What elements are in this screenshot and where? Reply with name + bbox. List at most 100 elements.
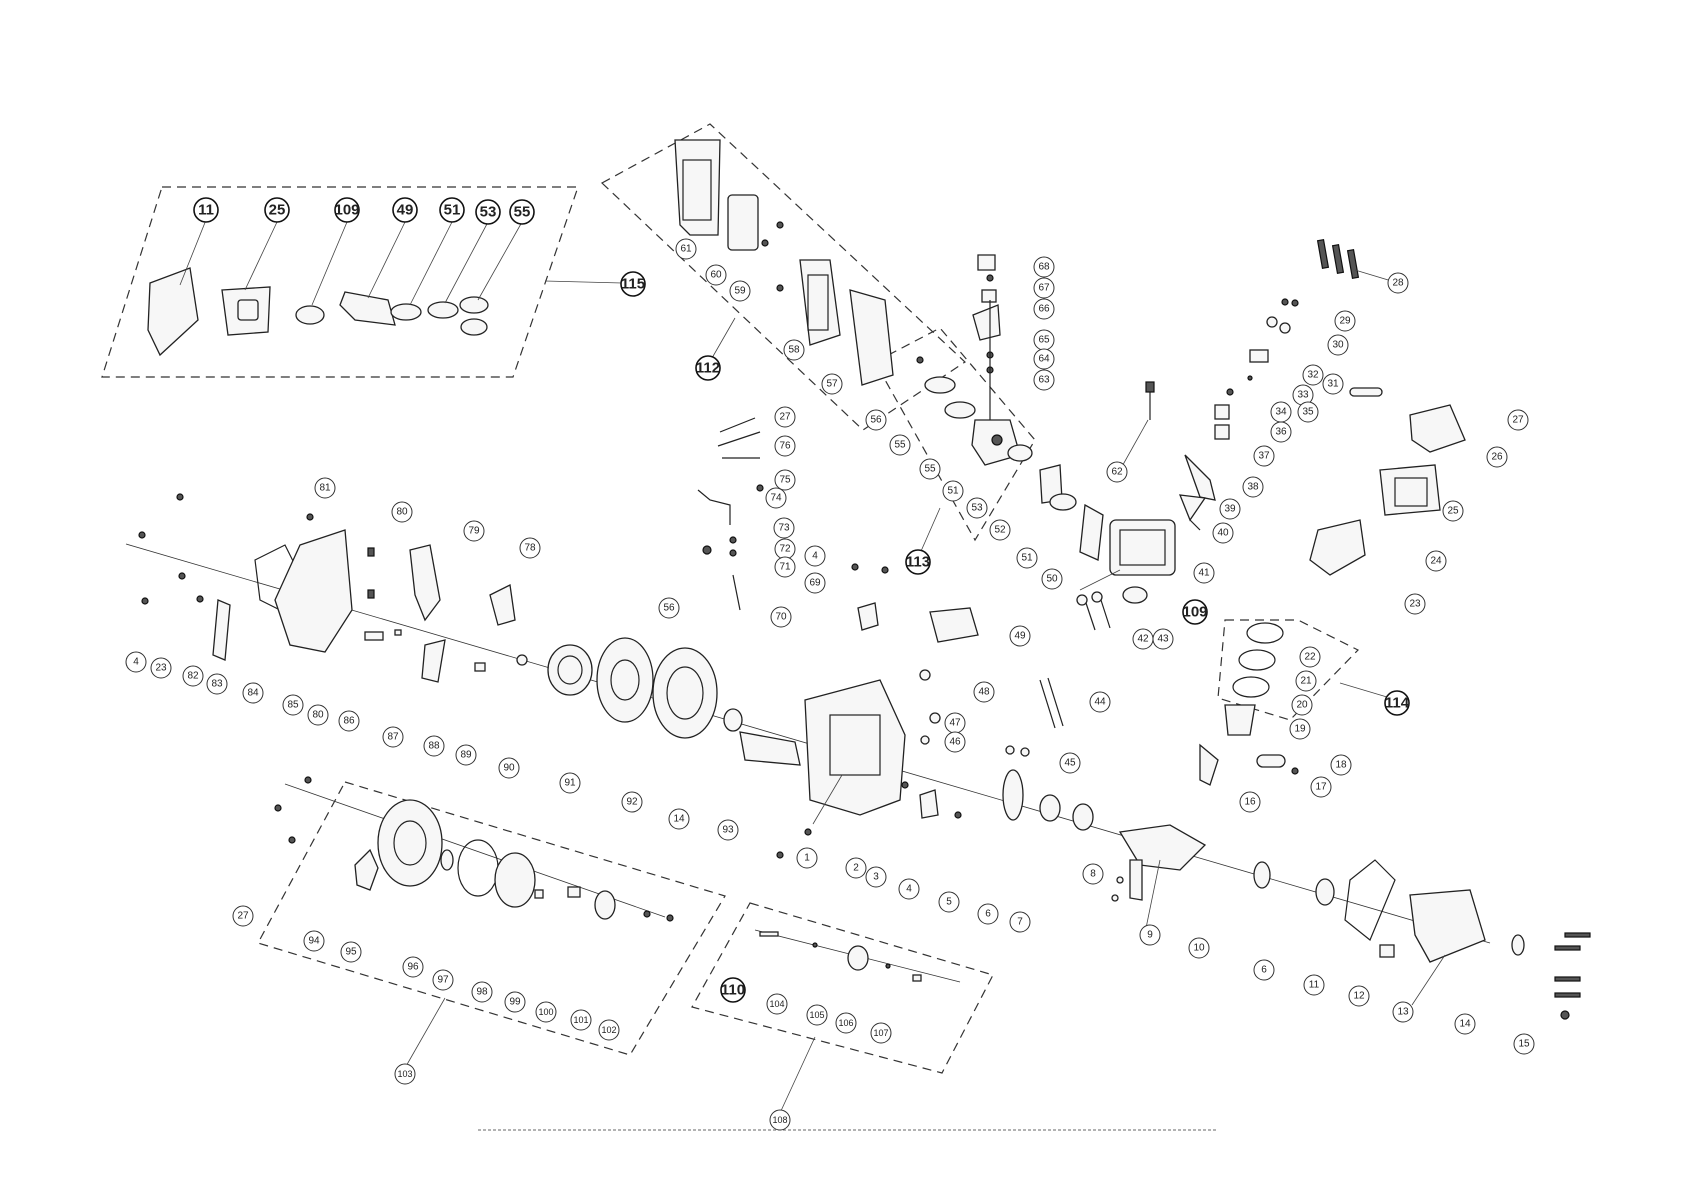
callout-label: 64 [1038,354,1050,365]
part-callout-64: 64 [1033,348,1055,370]
part-callout-29: 29 [1334,310,1356,332]
part-callout-5: 5 [938,891,960,913]
crankshaft-assembly [1111,824,1591,1020]
part-callout-27: 27 [232,905,254,927]
part-callout-49: 49 [1009,625,1031,647]
part-callout-102: 102 [598,1019,620,1041]
callout-label: 68 [1038,262,1050,273]
part-callout-58: 58 [783,339,805,361]
part-callout-1: 1 [796,847,818,869]
part-callout-101: 101 [570,1009,592,1031]
part-callout-34: 34 [1270,401,1292,423]
callout-circle [1016,547,1038,569]
callout-label: 25 [269,202,286,219]
callout-circle [307,704,329,726]
cylinder-head-assembly [1039,238,1466,729]
callout-label: 79 [468,526,480,537]
callout-label: 98 [476,987,488,998]
callout-circle [1082,863,1104,885]
part-callout-83: 83 [206,673,228,695]
callout-label: 82 [187,671,199,682]
callout-label: 19 [1294,724,1306,735]
part-callout-84: 84 [242,682,264,704]
part-callout-105: 105 [806,1004,828,1026]
callout-label: 93 [722,825,734,836]
part-callout-10: 10 [1188,937,1210,959]
callout-label: 62 [1111,467,1123,478]
group-callout-49: 49 [392,197,418,223]
part-callout-108: 108 [769,1109,791,1131]
callout-label: 32 [1307,370,1319,381]
callout-label: 25 [1447,506,1459,517]
group-callout-114: 114 [1384,690,1410,716]
callout-circle [1219,498,1241,520]
callout-label: 34 [1275,407,1287,418]
part-callout-17: 17 [1310,776,1332,798]
callout-circle [1139,924,1161,946]
callout-circle [1059,752,1081,774]
recoil-starter-assembly [274,776,674,922]
part-callout-47: 47 [944,712,966,734]
part-callout-80: 80 [391,501,413,523]
part-callout-70: 70 [770,606,792,628]
callout-label: 67 [1038,283,1050,294]
callout-label: 48 [978,687,990,698]
part-callout-18: 18 [1330,754,1352,776]
callout-label: 106 [838,1018,853,1028]
callout-circle [509,199,535,225]
callout-circle [314,477,336,499]
callout-label: 51 [1021,553,1033,564]
callout-label: 3 [873,872,879,883]
callout-label: 113 [906,554,930,571]
callout-label: 55 [894,440,906,451]
callout-label: 7 [1017,917,1023,928]
part-callout-22: 22 [1299,646,1321,668]
callout-circle [766,993,788,1015]
part-callout-43: 43 [1152,628,1174,650]
callout-circle [806,1004,828,1026]
callout-circle [392,197,418,223]
callout-label: 45 [1064,758,1076,769]
callout-label: 44 [1094,697,1106,708]
callout-circle [1454,1013,1476,1035]
callout-circle [905,549,931,575]
callout-label: 107 [873,1028,888,1038]
part-callout-61: 61 [675,238,697,260]
part-callout-3: 3 [865,866,887,888]
part-callout-6: 6 [977,903,999,925]
part-callout-62: 62 [1106,461,1128,483]
callout-label: 110 [721,982,745,999]
callout-circle [729,280,751,302]
callout-label: 91 [564,778,576,789]
part-callout-55: 55 [919,458,941,480]
callout-circle [675,238,697,260]
part-callout-73: 73 [773,517,795,539]
part-callout-19: 19 [1289,718,1311,740]
callout-label: 16 [1244,797,1256,808]
callout-circle [774,406,796,428]
kit-box-111 [691,902,994,1074]
callout-circle [804,572,826,594]
callout-label: 101 [573,1015,588,1025]
callout-circle [1486,446,1508,468]
callout-label: 57 [826,379,838,390]
callout-circle [1387,272,1409,294]
callout-label: 24 [1430,556,1442,567]
part-callout-75: 75 [774,469,796,491]
callout-label: 66 [1038,304,1050,315]
callout-circle [598,1019,620,1041]
callout-circle [338,710,360,732]
callout-circle [1291,694,1313,716]
part-callout-100: 100 [535,1001,557,1023]
callout-label: 50 [1046,574,1058,585]
callout-label: 5 [946,897,952,908]
callout-label: 58 [788,345,800,356]
callout-label: 99 [509,997,521,1008]
part-callout-37: 37 [1253,445,1275,467]
group-callout-112: 112 [695,355,721,381]
callout-label: 96 [407,962,419,973]
callout-circle [1310,776,1332,798]
part-callout-50: 50 [1041,568,1063,590]
callout-circle [620,271,646,297]
